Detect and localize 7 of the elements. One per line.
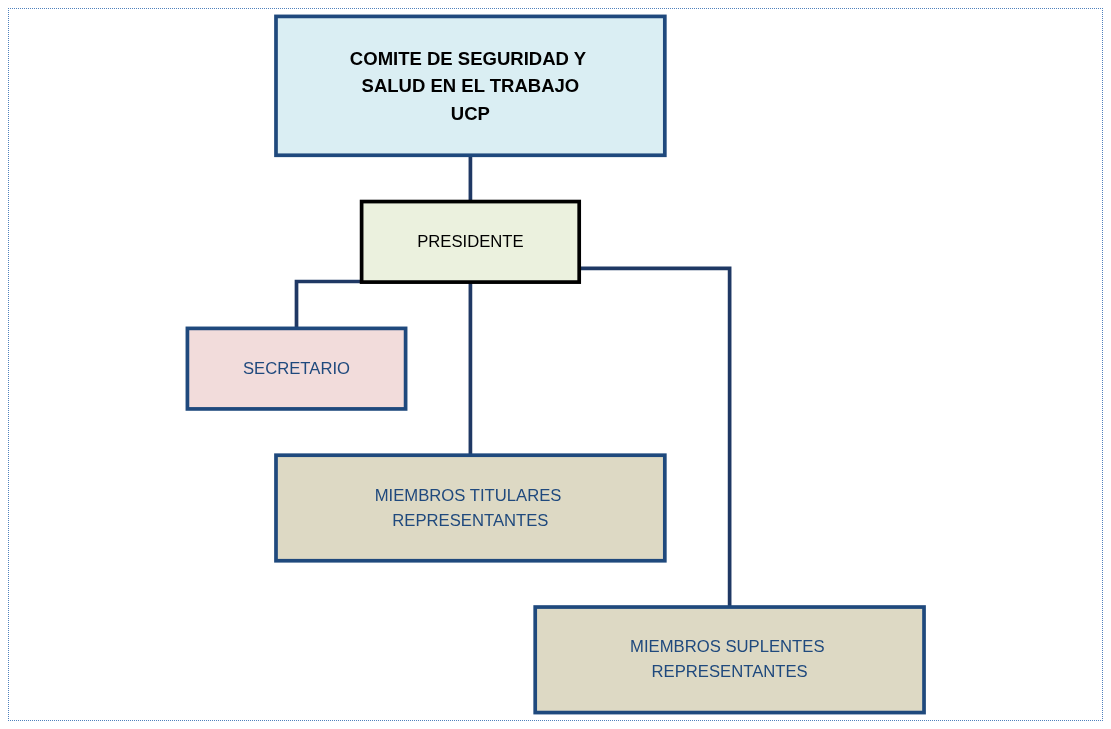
node-box: MIEMBROS TITULARES REPRESENTANTES [273,453,667,563]
connector [294,279,362,329]
node-box: MIEMBROS SUPLENTES REPRESENTANTES [533,605,926,715]
connector [579,266,732,608]
node-box: COMITE DE SEGURIDAD Y SALUD EN EL TRABAJO UCP [273,14,667,158]
node-box: PRESIDENTE [359,199,581,284]
node-box: SECRETARIO [185,326,408,411]
